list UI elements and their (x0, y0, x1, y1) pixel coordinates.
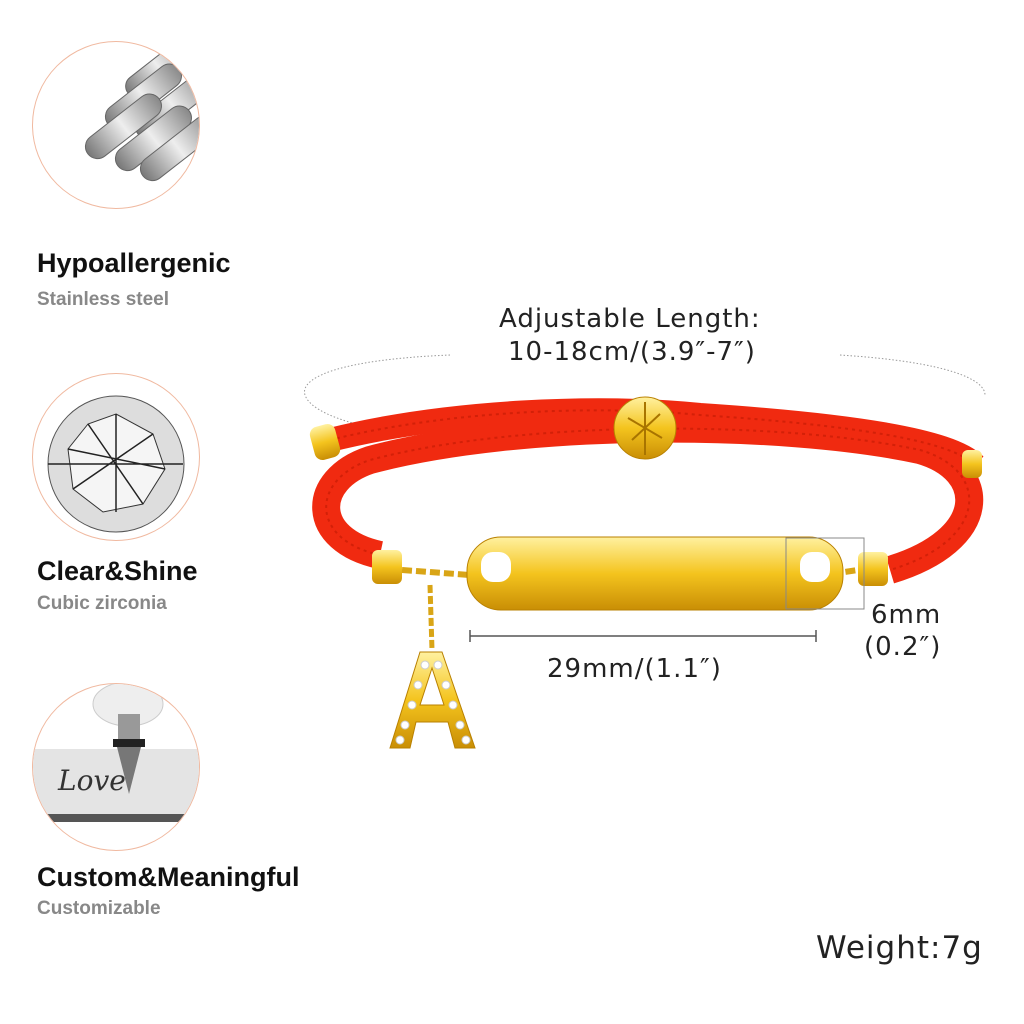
feature-title-clear-shine: Clear&Shine (37, 556, 198, 586)
length-guide-left (303, 354, 451, 426)
letter-a-pendant (389, 651, 476, 749)
steel-rods-icon (32, 41, 200, 209)
engraving-text: Love (58, 764, 126, 797)
adjustable-length-value: 10-18cm/(3.9″-7″) (508, 337, 756, 367)
bar-width-inch-label: (0.2″) (864, 632, 942, 662)
adjustable-length-label: Adjustable Length: (499, 304, 761, 334)
feature-title-hypoallergenic: Hypoallergenic (37, 248, 231, 278)
cord-cap-left (372, 550, 402, 584)
bar-width-label: 6mm (871, 600, 942, 630)
feature-title-custom: Custom&Meaningful (37, 862, 300, 892)
diamond-icon (32, 373, 200, 541)
weight-label: Weight:7g (816, 930, 983, 966)
bar-length-label: 29mm/(1.1″) (547, 654, 722, 684)
feature-subtitle-customizable: Customizable (37, 898, 161, 919)
cord-cap-right (858, 552, 888, 586)
feature-subtitle-steel: Stainless steel (37, 289, 170, 310)
length-guide-right (839, 354, 986, 396)
end-cap-left (309, 424, 341, 460)
engraving-icon: Love (32, 683, 200, 851)
id-bar (466, 536, 844, 611)
feature-subtitle-zirconia: Cubic zirconia (37, 593, 167, 614)
end-cap-right (962, 450, 982, 478)
